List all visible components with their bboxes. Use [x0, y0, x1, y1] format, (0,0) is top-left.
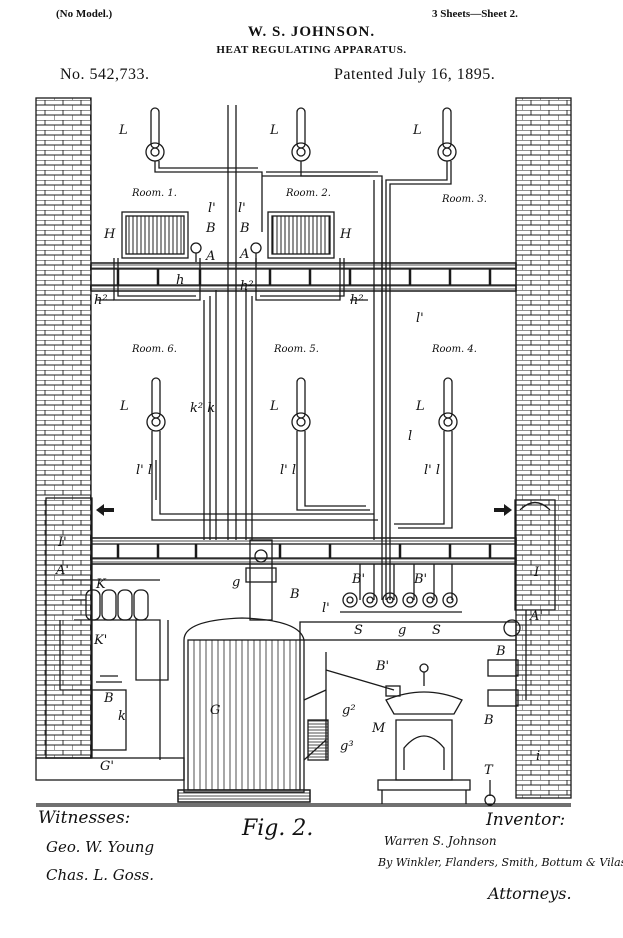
label-G: G — [210, 703, 220, 718]
flue-pipe — [299, 621, 517, 641]
label-h2: h² — [240, 279, 254, 294]
room-6-label: Room. 6. — [131, 344, 177, 355]
label-k2: k² k — [190, 401, 215, 416]
label-l-c: l' l — [280, 463, 296, 478]
label-k: k — [118, 709, 126, 724]
model-note: (No Model.) — [56, 8, 113, 20]
room-3-label: Room. 3. — [441, 194, 487, 205]
room-4-label: Room. 4. — [431, 344, 477, 355]
thermostat-room-1 — [145, 107, 165, 162]
thermostat-room-2 — [291, 107, 311, 162]
label-B4: B — [289, 587, 300, 602]
label-B9: B — [495, 644, 506, 659]
label-B7: B' — [375, 659, 389, 674]
label-L3: L — [412, 123, 422, 138]
label-h4: h² — [350, 293, 364, 308]
pipe-g-prime — [35, 757, 185, 781]
attorneys-label: Attorneys. — [488, 884, 572, 903]
patent-number: No. 542,733. — [60, 66, 150, 83]
radiator-room-2 — [267, 211, 335, 259]
right-brick-wall — [515, 97, 572, 799]
label-L1: L — [118, 123, 128, 138]
label-g2: g² — [342, 703, 356, 718]
label-B8: B — [483, 713, 494, 728]
label-H2: H — [339, 227, 352, 242]
inventor-signature: Warren S. Johnson — [384, 834, 497, 848]
label-l1d: l' — [322, 601, 330, 616]
label-l1a: l' — [208, 201, 216, 216]
label-A2: A — [239, 247, 249, 262]
label-h3: h² — [94, 293, 108, 308]
witnesses-label: Witnesses: — [38, 808, 131, 828]
sheet-number: 3 Sheets—Sheet 2. — [432, 8, 518, 20]
inventor-name: W. S. JOHNSON. — [247, 24, 376, 40]
label-L5: L — [269, 399, 279, 414]
label-i: i — [536, 749, 540, 764]
thermostat-room-3 — [437, 107, 457, 162]
room-5-label: Room. 5. — [273, 344, 319, 355]
room-1-label: Room. 1. — [131, 188, 177, 199]
label-l-a: l — [408, 429, 412, 444]
label-S1: S — [354, 623, 363, 638]
label-S2: S — [432, 623, 441, 638]
patent-title: HEAT REGULATING APPARATUS. — [216, 44, 407, 56]
label-K: K — [95, 577, 107, 592]
label-B5: B' — [351, 572, 365, 587]
label-l-d: l' l — [424, 463, 440, 478]
coil-k — [85, 589, 149, 621]
attorneys-signature: By Winkler, Flanders, Smith, Bottum & Vi… — [378, 856, 623, 869]
label-I1: I' — [57, 535, 67, 550]
label-I: I — [533, 565, 540, 580]
label-B2: B — [239, 221, 250, 236]
label-A1: A — [205, 249, 215, 264]
label-M: M — [371, 721, 386, 736]
label-h1: h — [176, 273, 184, 288]
room-2-label: Room. 2. — [285, 188, 331, 199]
label-l1c: l' — [416, 311, 424, 326]
label-g4: g — [398, 623, 406, 638]
witness-2-signature: Chas. L. Goss. — [46, 866, 154, 884]
witness-1-signature: Geo. W. Young — [46, 838, 155, 856]
label-G1: G' — [100, 759, 114, 774]
label-T: T — [484, 763, 494, 778]
label-B1: B — [205, 221, 216, 236]
left-brick-wall — [35, 97, 92, 759]
label-L2: L — [269, 123, 279, 138]
thermostat-room-5 — [291, 377, 311, 432]
label-K1: K' — [93, 633, 107, 648]
label-B6: B' — [413, 572, 427, 587]
label-A3: A' — [55, 563, 69, 578]
radiator-room-1 — [121, 211, 189, 259]
thermostat-room-4 — [438, 377, 458, 432]
label-B3: B — [103, 691, 114, 706]
label-g3: g³ — [340, 739, 354, 754]
inventor-label: Inventor: — [486, 810, 566, 830]
label-l-b: l' l — [136, 463, 152, 478]
label-L6: L — [415, 399, 425, 414]
label-A4: A' — [529, 609, 543, 624]
boiler — [177, 617, 311, 803]
patent-date: Patented July 16, 1895. — [334, 66, 496, 83]
label-L4: L — [119, 399, 129, 414]
valve-cluster — [340, 592, 462, 613]
figure-label: Fig. 2. — [242, 816, 314, 841]
label-l1b: l' — [238, 201, 246, 216]
label-g1: g — [232, 575, 240, 590]
damper-regulator — [377, 663, 471, 804]
label-H1: H — [103, 227, 116, 242]
thermostat-room-6 — [146, 377, 166, 432]
